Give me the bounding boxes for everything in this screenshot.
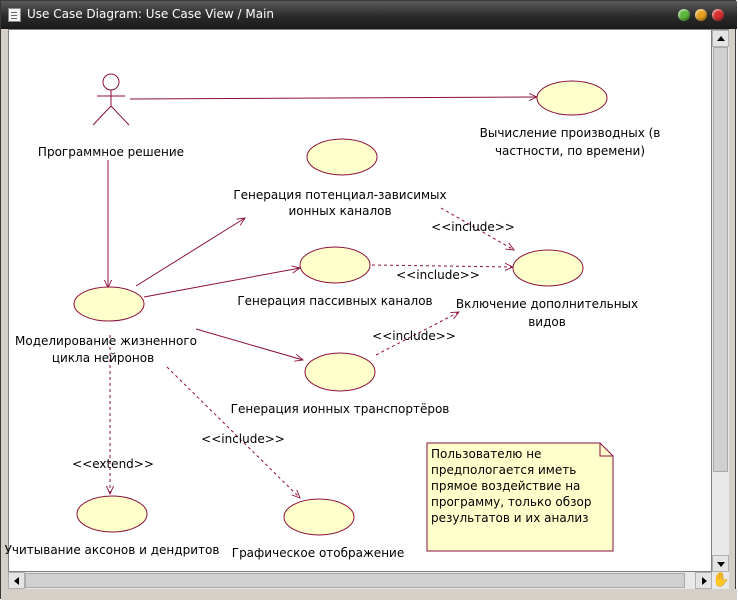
usecase-graphics[interactable] (283, 498, 355, 536)
usecase-modeling[interactable] (73, 286, 145, 322)
include-label-passive: <<include>> (396, 268, 480, 282)
vertical-scrollbar[interactable] (712, 29, 729, 572)
maximize-button[interactable] (695, 9, 707, 21)
usecase-axons[interactable] (76, 495, 148, 533)
include-modeling-graphics (166, 366, 300, 498)
assoc-modeling-potential (135, 218, 245, 287)
include-label-potential: <<include>> (431, 220, 515, 234)
assoc-modeling-transporters (195, 328, 303, 360)
usecase-derivatives-label-1: Вычисление производных (в (480, 126, 661, 140)
usecase-potential-label-1: Генерация потенциал-зависимых (233, 188, 446, 202)
usecase-passive-channels[interactable] (299, 246, 371, 284)
usecase-derivatives-label-2: частности, по времени) (495, 144, 645, 158)
usecase-axons-label: Учитывание аксонов и дендритов (5, 543, 220, 557)
actor-left-leg (92, 105, 112, 126)
usecase-additional-species[interactable] (512, 249, 584, 287)
usecase-potential-channels[interactable] (306, 138, 378, 176)
actor-head (102, 73, 120, 91)
note: Пользователю не предпологается иметь пря… (427, 443, 613, 551)
hand-icon: ✋ (712, 572, 730, 588)
usecase-derivatives[interactable] (536, 80, 608, 116)
usecase-transporters[interactable] (304, 352, 376, 392)
document-icon (8, 8, 21, 22)
pan-hand-button[interactable]: ✋ (712, 572, 729, 589)
usecase-passive-label: Генерация пассивных каналов (237, 294, 432, 308)
arrow-left-icon (14, 577, 19, 585)
assoc-actor-derivatives (129, 97, 537, 99)
note-shape[interactable] (426, 442, 614, 552)
title-bar[interactable]: Use Case Diagram: Use Case View / Main (1, 1, 737, 29)
usecase-graphics-label: Графическое отображение (232, 546, 404, 560)
scroll-right-button[interactable] (695, 572, 712, 589)
scroll-left-button[interactable] (8, 572, 25, 589)
horizontal-scrollbar[interactable] (8, 572, 712, 589)
extend-label-axons: <<extend>> (72, 457, 154, 471)
scroll-up-button[interactable] (712, 30, 729, 47)
note-fold (599, 443, 613, 457)
include-label-graphics: <<include>> (201, 432, 285, 446)
vertical-scroll-thumb[interactable] (713, 47, 728, 472)
usecase-additional-label-1: Включение дополнительных (456, 297, 638, 311)
minimize-button[interactable] (678, 9, 690, 21)
arrow-right-icon (702, 577, 707, 585)
window-bottom-border (1, 589, 737, 600)
usecase-additional-label-2: видов (528, 315, 566, 329)
include-passive-additional (371, 265, 513, 267)
assoc-modeling-passive (143, 268, 300, 298)
include-label-transporters: <<include>> (372, 329, 456, 343)
arrow-up-icon (717, 36, 725, 41)
scroll-down-button[interactable] (712, 555, 729, 572)
window-title: Use Case Diagram: Use Case View / Main (27, 7, 275, 21)
close-button[interactable] (712, 9, 724, 21)
actor-software-solution[interactable] (92, 73, 130, 126)
usecase-transporters-label: Генерация ионных транспортёров (231, 402, 450, 416)
arrow-down-icon (717, 562, 725, 567)
include-potential-additional (440, 207, 514, 250)
horizontal-scroll-thumb[interactable] (25, 573, 685, 588)
actor-label: Программное решение (38, 145, 184, 159)
usecase-modeling-label-2: цикла нейронов (52, 351, 154, 365)
usecase-modeling-label-1: Моделирование жизненного (15, 334, 197, 348)
usecase-potential-label-2: ионных каналов (288, 204, 391, 218)
note-text: Пользователю не предпологается иметь пря… (431, 447, 592, 525)
actor-right-leg (110, 105, 130, 126)
